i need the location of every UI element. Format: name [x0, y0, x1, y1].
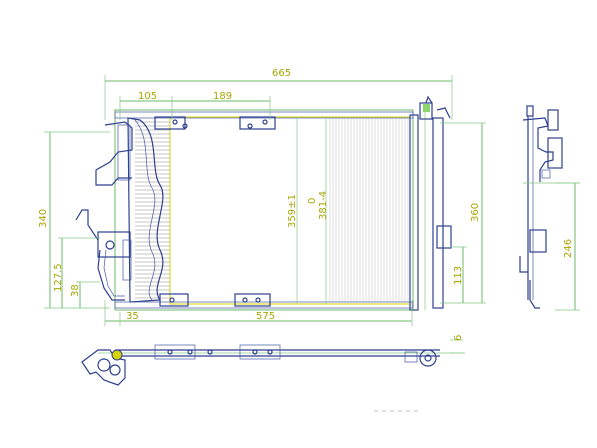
top-rail: [114, 111, 414, 119]
dim-340: 340: [38, 209, 49, 228]
top-bracket-right: [239, 116, 276, 130]
left-header-tank: [127, 117, 164, 303]
bottom-bracket-left: [159, 293, 189, 307]
condenser-core-outline: [114, 109, 414, 311]
dim-359: 359±1: [287, 194, 298, 228]
receiver-drier: [432, 117, 444, 309]
right-side-bracket: [436, 225, 452, 249]
dim-38: 38: [70, 284, 81, 297]
side-view: [519, 105, 580, 309]
bottom-view-right-port: [419, 349, 437, 367]
dim-6: 6: [453, 335, 464, 341]
left-fitting-upper: [95, 121, 133, 186]
right-header-tank: [409, 114, 419, 311]
bottom-bracket-right: [234, 293, 271, 307]
side-fitting-top: [547, 109, 559, 131]
dim-189: 189: [213, 91, 232, 102]
dim-665: 665: [272, 68, 291, 79]
bottom-rail: [114, 301, 414, 309]
front-view: [75, 95, 452, 311]
side-fitting-mid: [529, 229, 547, 253]
dim-113: 113: [453, 266, 464, 285]
dim-381: 381-4: [318, 191, 329, 220]
left-header-tank-wave: [134, 119, 156, 301]
watermark: [374, 410, 418, 412]
dim-360: 360: [470, 203, 481, 222]
bottom-view-left-port: [111, 349, 123, 361]
dim-35: 35: [126, 311, 139, 322]
dimensions: 665 105 189 340 127.5 38 35 575 359±1 0 …: [38, 68, 580, 354]
condenser-fins: [135, 118, 409, 302]
dim-127-5: 127.5: [53, 263, 64, 292]
dim-246: 246: [563, 239, 574, 258]
dim-105: 105: [138, 91, 157, 102]
left-fitting-lower: [97, 231, 131, 258]
bottom-view-left-fitting: [81, 349, 126, 386]
dim-575: 575: [256, 311, 275, 322]
dim-381-tol-top: 0: [307, 198, 318, 204]
bottom-view: [81, 344, 465, 386]
top-bracket-left: [154, 116, 186, 130]
